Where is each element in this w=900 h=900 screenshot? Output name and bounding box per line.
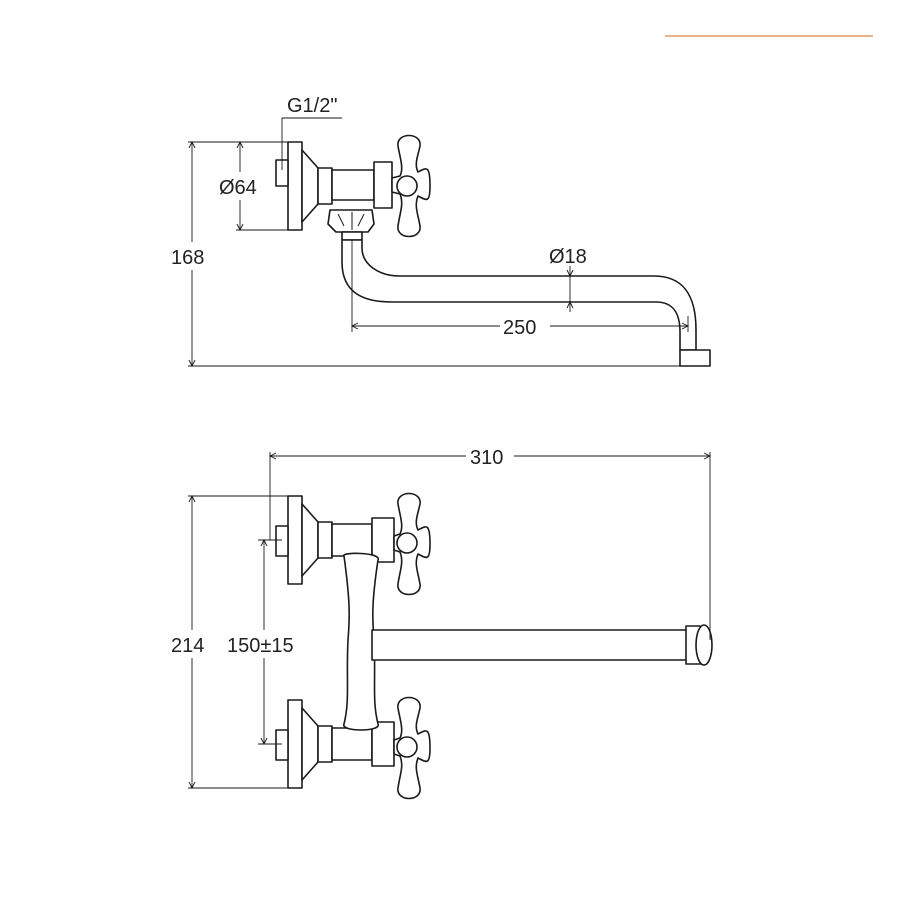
side-thread-dimension: G1/2" [281,95,342,170]
spout-diameter-label: Ø18 [549,246,587,268]
thread-label: G1/2" [287,95,337,117]
side-spout-diameter-dimension: Ø18 [549,246,587,312]
side-view: G1/2" Ø64 168 Ø18 [168,95,711,368]
top-upper-cross-handle [393,492,431,596]
flange-diameter-label: Ø64 [219,177,257,199]
top-lower-cross-handle [393,696,431,800]
spout-reach-label: 250 [503,317,536,339]
top-height-dimension: 214 [168,494,290,790]
side-flange-diameter-dimension: Ø64 [218,140,290,232]
side-aerator [679,349,711,367]
top-view: 310 214 150±15 [168,442,713,800]
side-swivel-nut [327,209,375,241]
top-center-distance-dimension: 150±15 [224,538,304,746]
accent-line [665,35,873,37]
top-central-body [343,552,379,731]
side-valve-body [331,169,375,201]
top-height-label: 214 [171,635,204,657]
center-distance-label: 150±15 [227,635,294,657]
top-spout-pipe [371,624,713,666]
side-height-label: 168 [171,247,204,269]
side-reach-dimension: 250 [350,240,690,340]
top-width-label: 310 [470,447,503,469]
top-width-dimension: 310 [268,442,712,640]
side-height-dimension: 168 [168,140,710,368]
top-lower-valve [275,696,431,800]
side-wall-flange [287,141,333,231]
top-upper-valve [275,492,431,596]
side-cross-handle [391,134,431,238]
